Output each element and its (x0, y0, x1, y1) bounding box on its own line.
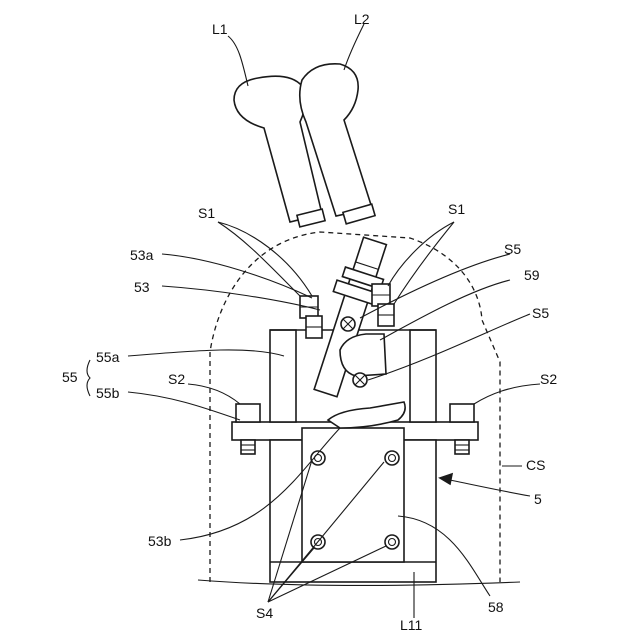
screw-s5-upper (341, 317, 355, 331)
label-55a: 55a (96, 349, 120, 365)
label-s5-upper: S5 (504, 241, 521, 257)
screw-s4-tr (385, 451, 399, 465)
label-55: 55 (62, 369, 78, 385)
nut-s1-right (372, 284, 390, 306)
label-s1-right: S1 (448, 201, 465, 217)
label-55b: 55b (96, 385, 120, 401)
label-s2-left: S2 (168, 371, 185, 387)
label-s2-right: S2 (540, 371, 557, 387)
nut-s1-lower-left (306, 316, 322, 338)
label-s5-lower: S5 (532, 305, 549, 321)
label-53b: 53b (148, 533, 172, 549)
label-58: 58 (488, 599, 504, 615)
wall-left-55a (270, 330, 296, 422)
screw-s4-br (385, 535, 399, 549)
bracket-59 (340, 334, 386, 376)
label-s4: S4 (256, 605, 273, 621)
label-l1: L1 (212, 21, 228, 37)
screw-s5-lower (353, 373, 367, 387)
label-cs: CS (526, 457, 545, 473)
label-l11: L11 (400, 617, 423, 633)
arrow-5-icon (440, 474, 452, 484)
label-59: 59 (524, 267, 540, 283)
label-5: 5 (534, 491, 542, 507)
wall-right-55a (410, 330, 436, 422)
label-s1-left: S1 (198, 205, 215, 221)
label-l2: L2 (354, 11, 370, 27)
label-53a: 53a (130, 247, 154, 263)
label-53: 53 (134, 279, 150, 295)
